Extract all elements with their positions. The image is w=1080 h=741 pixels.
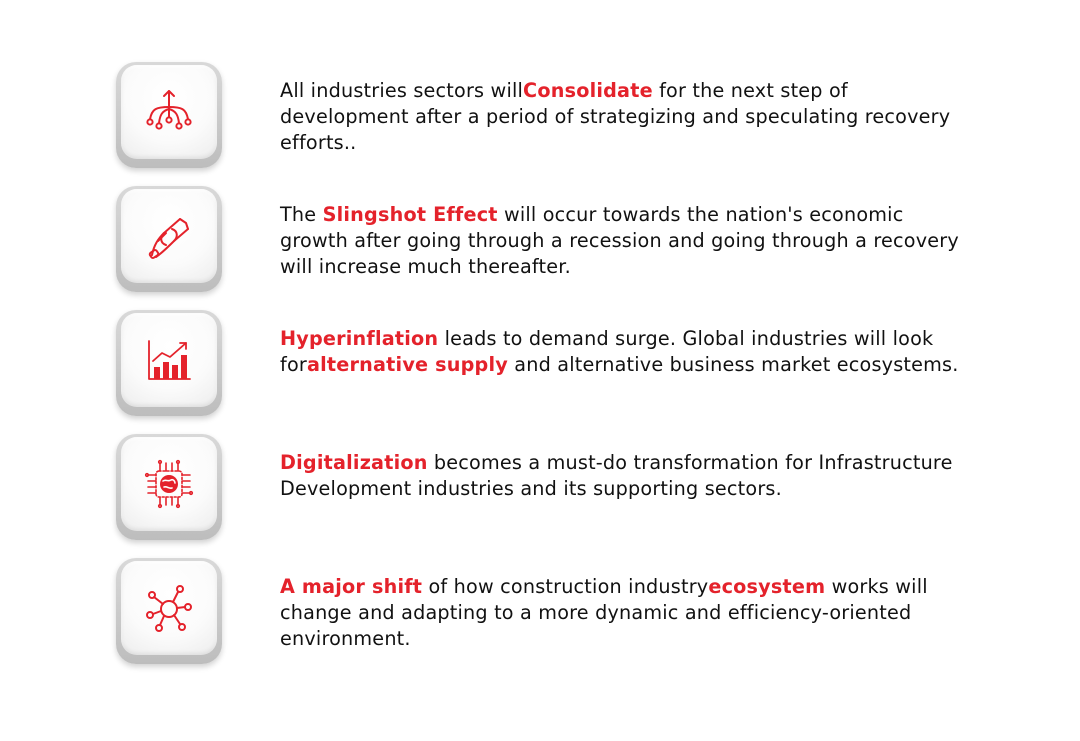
icon-tile <box>116 434 222 540</box>
list-item: All industries sectors willConsolidate f… <box>116 62 976 170</box>
highlight-term: ecosystem <box>708 575 826 598</box>
highlight-term: A major shift <box>280 575 423 598</box>
branching-arrow-icon <box>146 90 192 130</box>
icon-tile <box>116 186 222 292</box>
highlight-term: Digitalization <box>280 451 428 474</box>
network-hub-icon <box>146 585 192 632</box>
highlight-term: Slingshot Effect <box>322 203 498 226</box>
highlight-term: alternative supply <box>306 353 508 376</box>
item-text: All industries sectors willConsolidate f… <box>280 79 951 154</box>
digital-globe-icon <box>144 459 194 509</box>
item-text: A major shift of how construction indust… <box>280 575 928 650</box>
item-text: The Slingshot Effect will occur towards … <box>280 203 959 278</box>
list-item: Hyperinflation leads to demand surge. Gl… <box>116 310 976 418</box>
growth-chart-icon <box>148 340 191 380</box>
list-item: A major shift of how construction indust… <box>116 558 976 666</box>
highlight-term: Consolidate <box>523 79 653 102</box>
list-item: Digitalization becomes a must-do transfo… <box>116 434 976 542</box>
list-item: The Slingshot Effect will occur towards … <box>116 186 976 294</box>
icon-tile <box>116 310 222 416</box>
icon-tile <box>116 62 222 168</box>
highlight-term: Hyperinflation <box>280 327 439 350</box>
slingshot-icon <box>148 218 189 259</box>
icon-tile <box>116 558 222 664</box>
item-text: Digitalization becomes a must-do transfo… <box>280 451 953 500</box>
item-text: Hyperinflation leads to demand surge. Gl… <box>280 327 959 376</box>
